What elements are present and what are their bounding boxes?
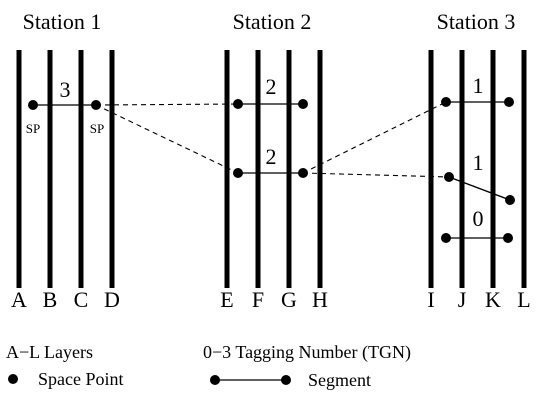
tgn-label: 0 [473, 206, 484, 231]
station-3-title: Station 3 [437, 9, 516, 34]
layer-label-a: A [11, 287, 27, 312]
segments [33, 101, 511, 239]
layer-labels: A B C D E F G H I J K L [11, 287, 531, 312]
layer-lines [16, 50, 527, 288]
layer-label-c: C [74, 287, 89, 312]
space-point [28, 100, 38, 110]
space-point [441, 97, 451, 107]
space-point [298, 99, 308, 109]
space-point [298, 168, 308, 178]
sp-label: SP [90, 121, 104, 136]
layer-label-b: B [43, 287, 58, 312]
layer-label-d: D [104, 287, 120, 312]
legend-segment-text: Segment [308, 370, 371, 390]
space-point [444, 172, 454, 182]
space-point [91, 100, 101, 110]
space-points [28, 97, 515, 243]
layer-label-e: E [220, 287, 233, 312]
station-2-title: Station 2 [233, 9, 312, 34]
legend-space-point-icon [8, 374, 18, 384]
layer-label-j: J [458, 287, 467, 312]
tgn-label: 2 [266, 144, 277, 169]
legend-space-point-text: Space Point [38, 369, 124, 389]
segment-station3-middle [448, 176, 511, 201]
sp-label: SP [26, 121, 40, 136]
layer-label-f: F [252, 287, 264, 312]
dashed-connection [302, 101, 447, 174]
dashed-connection [95, 103, 239, 106]
tgn-label: 1 [473, 73, 484, 98]
tgn-label: 3 [60, 77, 71, 102]
legend-segment-icon [210, 375, 291, 385]
layer-label-l: L [517, 287, 530, 312]
layer-label-i: I [427, 287, 434, 312]
dashed-connection [95, 104, 239, 174]
space-point [505, 195, 515, 205]
layer-label-g: G [281, 287, 297, 312]
space-point [233, 168, 243, 178]
space-point [504, 97, 514, 107]
legend-layers-text: A−L Layers [6, 342, 93, 362]
tgn-label: 1 [473, 150, 484, 175]
station-1-title: Station 1 [23, 9, 102, 34]
legend-tgn-text: 0−3 Tagging Number (TGN) [203, 342, 411, 363]
dashed-connection [302, 172, 450, 178]
tgn-label: 2 [266, 74, 277, 99]
space-point [441, 233, 451, 243]
legend: A−L Layers 0−3 Tagging Number (TGN) Spac… [6, 342, 411, 390]
layer-label-h: H [312, 287, 328, 312]
space-point [233, 99, 243, 109]
dashed-connections [95, 101, 450, 178]
layer-label-k: K [485, 287, 501, 312]
space-point [503, 233, 513, 243]
